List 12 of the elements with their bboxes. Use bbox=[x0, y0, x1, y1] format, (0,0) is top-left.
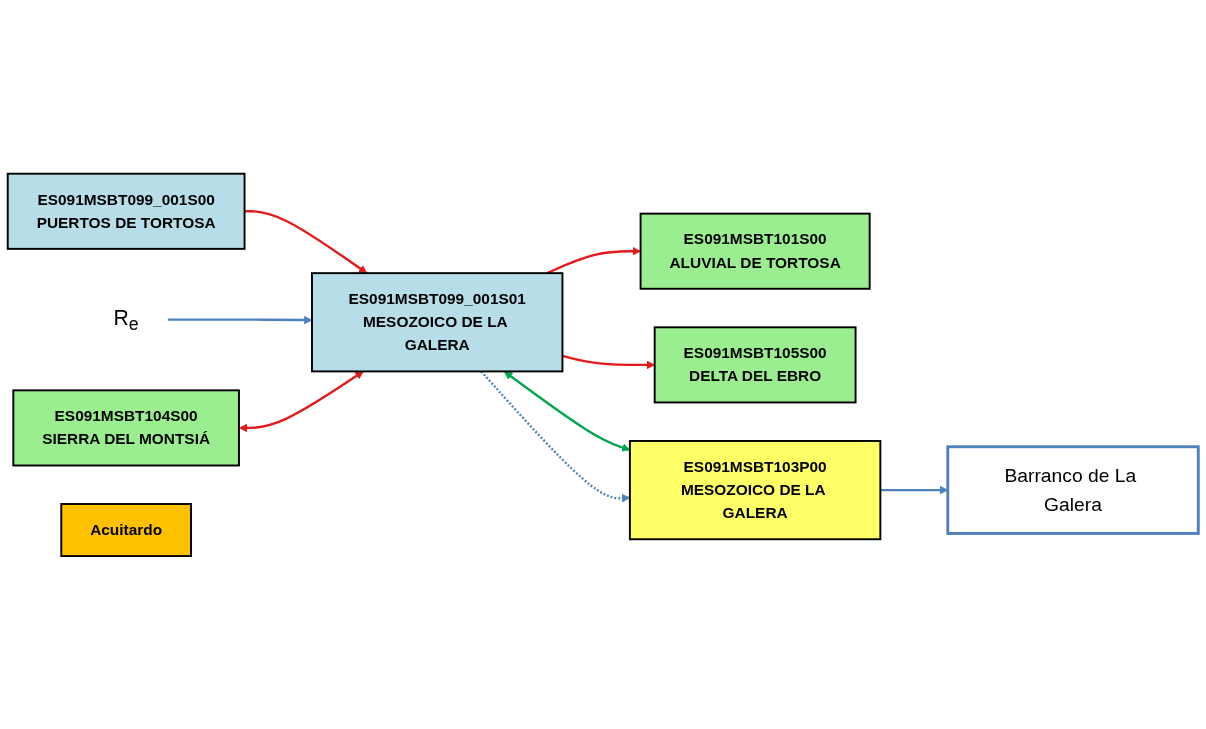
node-box: ES091MSBT104S00 SIERRA DEL MONTSIÁ bbox=[12, 389, 240, 467]
arrow bbox=[244, 209, 368, 274]
node-box: ES091MSBT103P00 MESOZOICO DE LA GALERA bbox=[628, 439, 882, 540]
node-text: R$_{e}$ bbox=[113, 305, 139, 334]
node-box: ES091MSBT101S00 ALUVIAL DE TORTOSA bbox=[639, 212, 871, 290]
node-box: ES091MSBT099_001S00 PUERTOS DE TORTOSA bbox=[6, 172, 246, 250]
arrow bbox=[546, 246, 641, 274]
node-box: ES091MSBT099_001S01 MESOZOICO DE LA GALERA bbox=[311, 271, 564, 372]
node-box: Acuitardo bbox=[60, 502, 192, 557]
node-box: Barranco de La Galera bbox=[946, 444, 1200, 535]
node-box: ES091MSBT105S00 DELTA DEL EBRO bbox=[653, 325, 857, 404]
arrow bbox=[238, 370, 364, 432]
